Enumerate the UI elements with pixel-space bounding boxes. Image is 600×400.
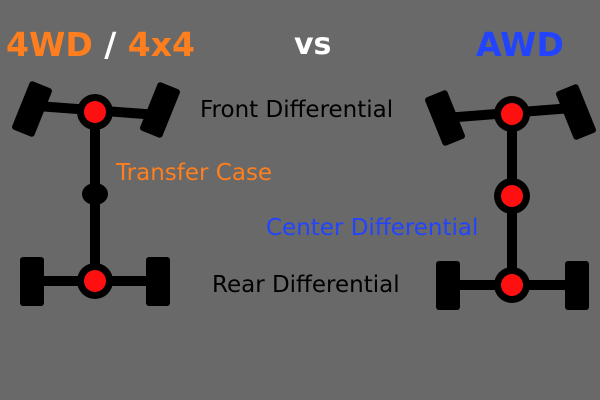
awd-center-differential bbox=[501, 185, 523, 207]
title-vs-text: vs bbox=[294, 27, 332, 62]
awd-rear-right-wheel bbox=[565, 261, 589, 310]
title-awd-text: AWD bbox=[476, 25, 564, 64]
4wd-rear-right-wheel bbox=[146, 257, 170, 306]
awd-front-left-wheel bbox=[425, 90, 465, 146]
4wd-front-left-wheel bbox=[12, 81, 52, 137]
awd-front-right-wheel bbox=[556, 84, 596, 140]
front-differential-label: Front Differential bbox=[200, 97, 394, 123]
transfer-case-label: Transfer Case bbox=[116, 160, 273, 186]
center-differential-label: Center Differential bbox=[266, 215, 479, 241]
awd-rear-differential bbox=[501, 274, 523, 296]
awd-front-differential bbox=[501, 103, 523, 125]
4wd-front-differential bbox=[84, 101, 106, 123]
title-slash-text: / bbox=[92, 25, 128, 64]
4wd-rear-left-wheel bbox=[20, 257, 44, 306]
rear-differential-label: Rear Differential bbox=[212, 272, 400, 298]
title-4wd-4x4: 4WD / 4x4 bbox=[6, 28, 195, 61]
drivetrain-4wd bbox=[12, 81, 180, 306]
4wd-front-right-wheel bbox=[140, 82, 180, 138]
drivetrain-awd bbox=[425, 84, 596, 310]
4wd-rear-differential bbox=[84, 270, 106, 292]
awd-rear-left-wheel bbox=[436, 261, 460, 310]
4wd-transfer-case bbox=[82, 183, 108, 205]
title-4x4-text: 4x4 bbox=[127, 25, 196, 64]
title-4wd-text: 4WD bbox=[6, 25, 93, 64]
